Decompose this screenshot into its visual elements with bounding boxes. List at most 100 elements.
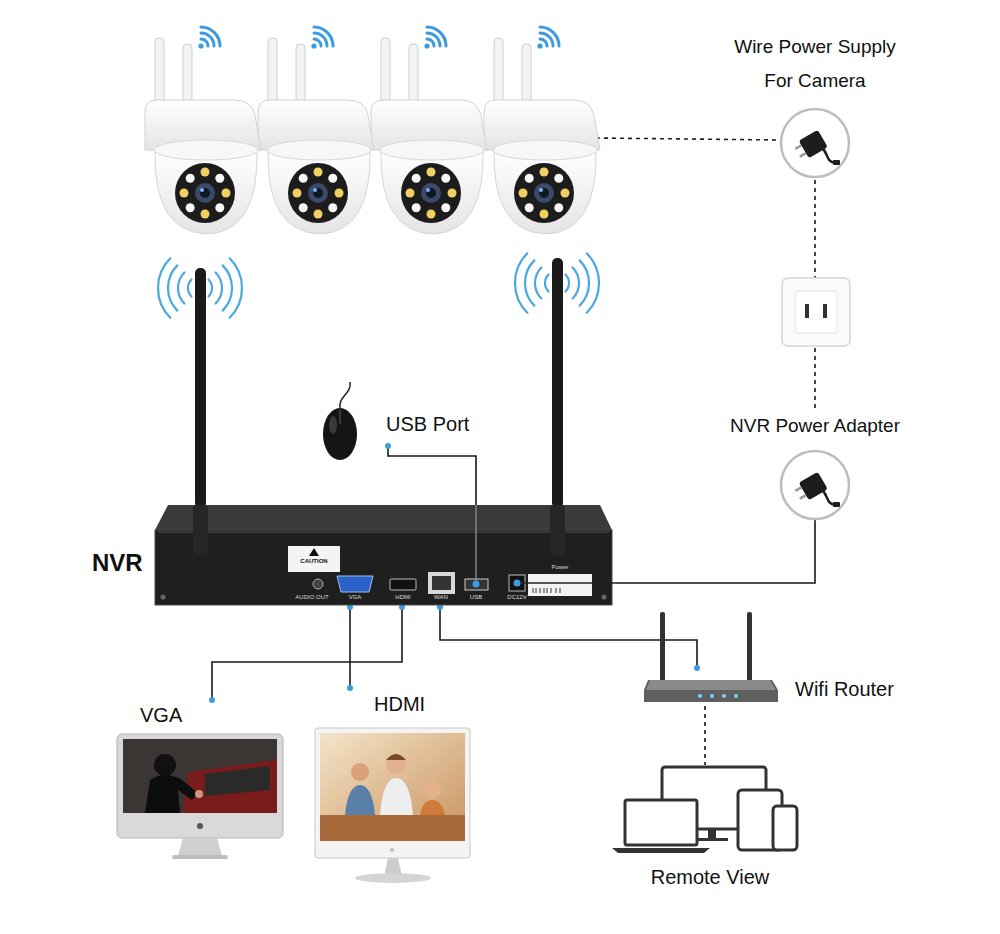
dome-camera [258, 38, 374, 234]
wall-outlet [823, 304, 827, 318]
wifi-router: Wifi Router [640, 668, 910, 706]
connector [388, 446, 476, 505]
vga-monitor [117, 734, 283, 859]
nvr-box [536, 588, 537, 593]
hdmi-monitor [420, 800, 445, 815]
power-supply-label: Wire Power Supply For Camera [715, 30, 915, 180]
wifi-symbol [424, 27, 446, 49]
nvr-antenna [552, 258, 563, 508]
port-label: AUDIO OUT [282, 594, 342, 601]
remote-devices [708, 829, 716, 839]
dome-camera [484, 38, 600, 234]
connector-dot [209, 697, 215, 703]
connector [349, 607, 351, 688]
label-text: VGA [140, 700, 218, 730]
mouse [329, 416, 337, 434]
nvr-antenna [550, 505, 565, 555]
hdmi-monitor [390, 848, 394, 852]
nvr-box [465, 579, 488, 590]
nvr-box [547, 588, 548, 593]
vga-monitor [197, 823, 203, 829]
label-text: NVR Power Adapter [715, 414, 915, 438]
remote-devices [696, 838, 728, 841]
router-icon [698, 694, 702, 698]
mouse [323, 408, 357, 460]
remote-devices [612, 767, 797, 853]
nvr-box [560, 588, 561, 593]
hdmi-monitor [423, 781, 441, 799]
port-label: Power [530, 564, 590, 571]
hdmi-monitor [315, 728, 470, 883]
power-adapter-label: NVR Power Adapter [715, 410, 915, 519]
nvr-antenna [195, 268, 206, 508]
wall-outlet [782, 278, 850, 346]
hdmi-monitor [386, 754, 406, 774]
hdmi-monitor [386, 754, 406, 760]
caution-sticker-text: CAUTION [284, 558, 344, 565]
wall-outlet [782, 278, 850, 346]
label-text: Remote View [610, 865, 810, 889]
nvr-box [313, 579, 323, 589]
nvr-box [602, 595, 607, 600]
port-label: HDMI [373, 594, 433, 601]
power-adapter-icon [781, 451, 849, 519]
wifi-symbol [198, 27, 220, 49]
hdmi-monitor [355, 873, 431, 883]
nvr-box [161, 595, 166, 600]
nvr-box [428, 572, 455, 594]
hdmi-label: HDMI [342, 688, 442, 720]
hdmi-monitor [351, 763, 369, 781]
vga-monitor [123, 739, 277, 813]
dome-camera [145, 38, 261, 234]
hdmi-monitor [320, 733, 465, 841]
router-icon [644, 612, 778, 702]
remote-devices [612, 848, 710, 853]
nvr-box [155, 505, 616, 605]
wall-outlet [795, 291, 837, 333]
vga-monitor [178, 838, 222, 856]
mouse [340, 382, 350, 408]
hdmi-monitor [345, 785, 375, 815]
vga-monitor [145, 775, 198, 813]
nvr-antenna [193, 505, 208, 555]
dome-camera [371, 38, 487, 234]
nvr-box [390, 579, 416, 590]
port-label: USB [446, 594, 506, 601]
nvr-box [432, 576, 451, 590]
nvr-box [544, 588, 545, 593]
nvr-recorder: NVR [88, 505, 616, 607]
mouse [323, 382, 357, 460]
vga-monitor [172, 855, 228, 859]
connector [616, 519, 815, 583]
nvr-antenna [193, 258, 565, 555]
connector [212, 607, 402, 700]
camera-power-wire [596, 138, 781, 140]
vga-monitor [154, 754, 176, 776]
router-icon [646, 680, 776, 690]
wall-outlet [805, 304, 809, 318]
vga-monitor [183, 760, 277, 813]
vga-label: VGA [136, 700, 218, 730]
nvr-box [475, 505, 476, 584]
nvr-box [540, 588, 541, 593]
vga-monitor [195, 790, 203, 798]
wifi-symbol [311, 27, 333, 49]
connector-dot [347, 685, 353, 691]
remote-devices [773, 806, 797, 850]
label-text: Wifi Router [795, 672, 910, 706]
nvr-box [514, 580, 521, 587]
nvr-box [155, 505, 612, 530]
nvr-box [528, 574, 592, 596]
remote-devices [625, 800, 697, 845]
nvr-box [473, 581, 480, 588]
label-text: HDMI [374, 688, 442, 720]
nvr-box [556, 588, 557, 593]
remote-view: Remote View [610, 765, 810, 893]
connector [704, 706, 706, 765]
router-icon [644, 680, 778, 702]
label-text: USB Port [386, 412, 469, 436]
nvr-box [337, 576, 373, 592]
nvr-box [533, 588, 534, 593]
